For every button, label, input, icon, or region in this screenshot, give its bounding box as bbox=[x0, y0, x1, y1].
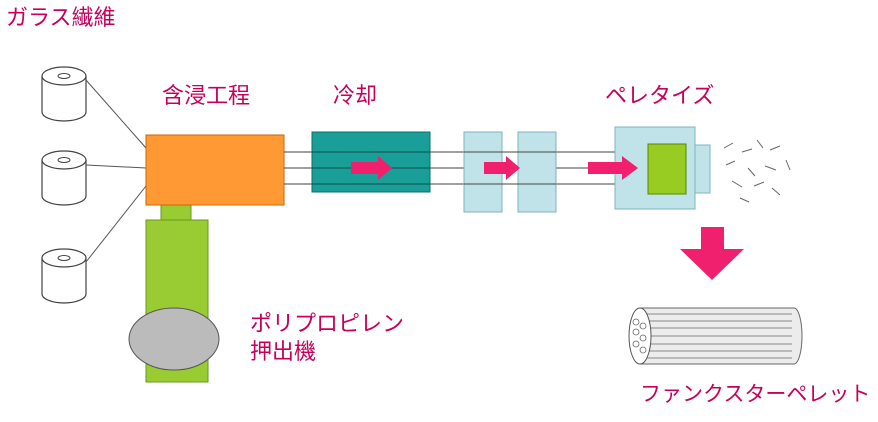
fiber-lines bbox=[85, 79, 147, 263]
puller-box-2 bbox=[517, 131, 557, 213]
extruder-label: ポリプロピレン 押出機 bbox=[250, 312, 404, 368]
stage-label-pelletize: ペレタイズ bbox=[605, 84, 715, 109]
cutter bbox=[647, 143, 687, 195]
product-label: ファンクスターペレット bbox=[640, 382, 871, 406]
down-arrow-icon bbox=[680, 227, 744, 280]
pellet-chips bbox=[723, 139, 791, 203]
pelletizer-exit bbox=[694, 144, 711, 194]
impregnation-box bbox=[145, 134, 285, 206]
process-arrow-icon bbox=[588, 156, 638, 180]
extruder-label-line1: ポリプロピレン bbox=[250, 312, 405, 337]
diagram-title: ガラス繊維 bbox=[6, 6, 116, 31]
stage-label-impregnation: 含浸工程 bbox=[162, 84, 251, 109]
pellet-strand-icon bbox=[628, 307, 803, 365]
extruder-label-line2: 押出機 bbox=[250, 340, 317, 365]
glass-fiber-roll-icon bbox=[41, 66, 87, 122]
process-arrow-icon bbox=[351, 156, 392, 180]
extruder-hopper bbox=[128, 307, 220, 371]
glass-fiber-roll-icon bbox=[41, 150, 87, 206]
glass-fiber-roll-icon bbox=[41, 248, 87, 304]
process-arrow-icon bbox=[484, 156, 520, 180]
stage-label-cooling: 冷却 bbox=[333, 84, 378, 109]
